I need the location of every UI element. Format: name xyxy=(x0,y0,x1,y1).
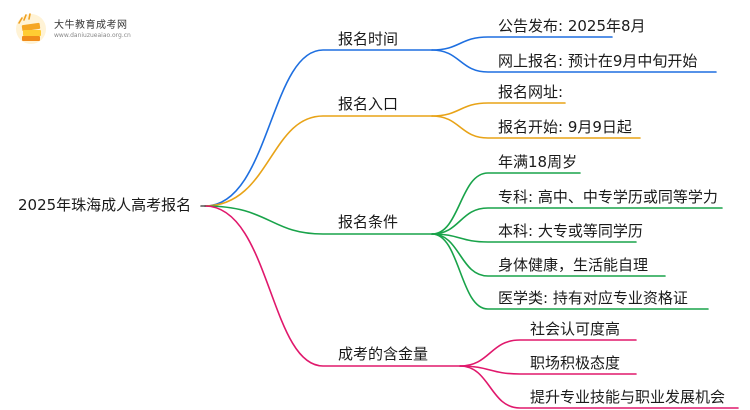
leaf-label: 提升专业技能与职业发展机会 xyxy=(530,388,726,406)
branch-connector xyxy=(204,115,433,207)
leaf-connector xyxy=(431,172,581,235)
leaf-label: 社会认可度高 xyxy=(530,320,621,338)
branch-label: 报名条件 xyxy=(338,213,399,231)
leaf-label: 身体健康，生活能自理 xyxy=(498,256,649,274)
branch-label: 成考的含金量 xyxy=(338,345,429,363)
root-topic: 2025年珠海成人高考报名 xyxy=(18,196,192,214)
logo-title: 大牛教育成考网 xyxy=(54,20,128,31)
leaf-connector xyxy=(431,49,717,73)
leaf-connector xyxy=(459,339,637,367)
leaf-connector xyxy=(431,207,723,235)
branch-connector xyxy=(204,49,433,207)
branch-label: 报名时间 xyxy=(338,30,399,48)
leaf-connector xyxy=(431,102,566,117)
leaf-label: 专科: 高中、中专学历或同等学力 xyxy=(498,188,718,206)
leaf-connector xyxy=(459,365,739,409)
branch-connector xyxy=(204,205,433,235)
leaf-connector xyxy=(431,36,613,51)
leaf-label: 网上报名: 预计在9月中旬开始 xyxy=(498,52,698,70)
leaf-label: 公告发布: 2025年8月 xyxy=(498,17,646,35)
logo: 大牛教育成考网 www.daniuzueaiao.org.cn xyxy=(14,12,154,48)
leaf-connector xyxy=(431,115,641,139)
logo-subtitle: www.daniuzueaiao.org.cn xyxy=(54,32,131,39)
leaf-label: 职场积极态度 xyxy=(530,354,621,372)
leaf-label: 报名网址: xyxy=(498,83,564,101)
leaf-label: 医学类: 持有对应专业资格证 xyxy=(498,289,688,307)
leaf-connector xyxy=(431,233,666,277)
book-stack-logo-icon xyxy=(16,13,46,44)
branch-label: 报名入口 xyxy=(338,95,399,113)
leaf-label: 报名开始: 9月9日起 xyxy=(498,118,632,136)
branch-connector xyxy=(204,205,461,367)
leaf-connector xyxy=(431,233,709,310)
leaf-connector xyxy=(431,233,637,243)
leaf-label: 本科: 大专或等同学历 xyxy=(498,222,643,240)
leaf-label: 年满18周岁 xyxy=(498,153,578,171)
leaf-connector xyxy=(459,365,637,375)
